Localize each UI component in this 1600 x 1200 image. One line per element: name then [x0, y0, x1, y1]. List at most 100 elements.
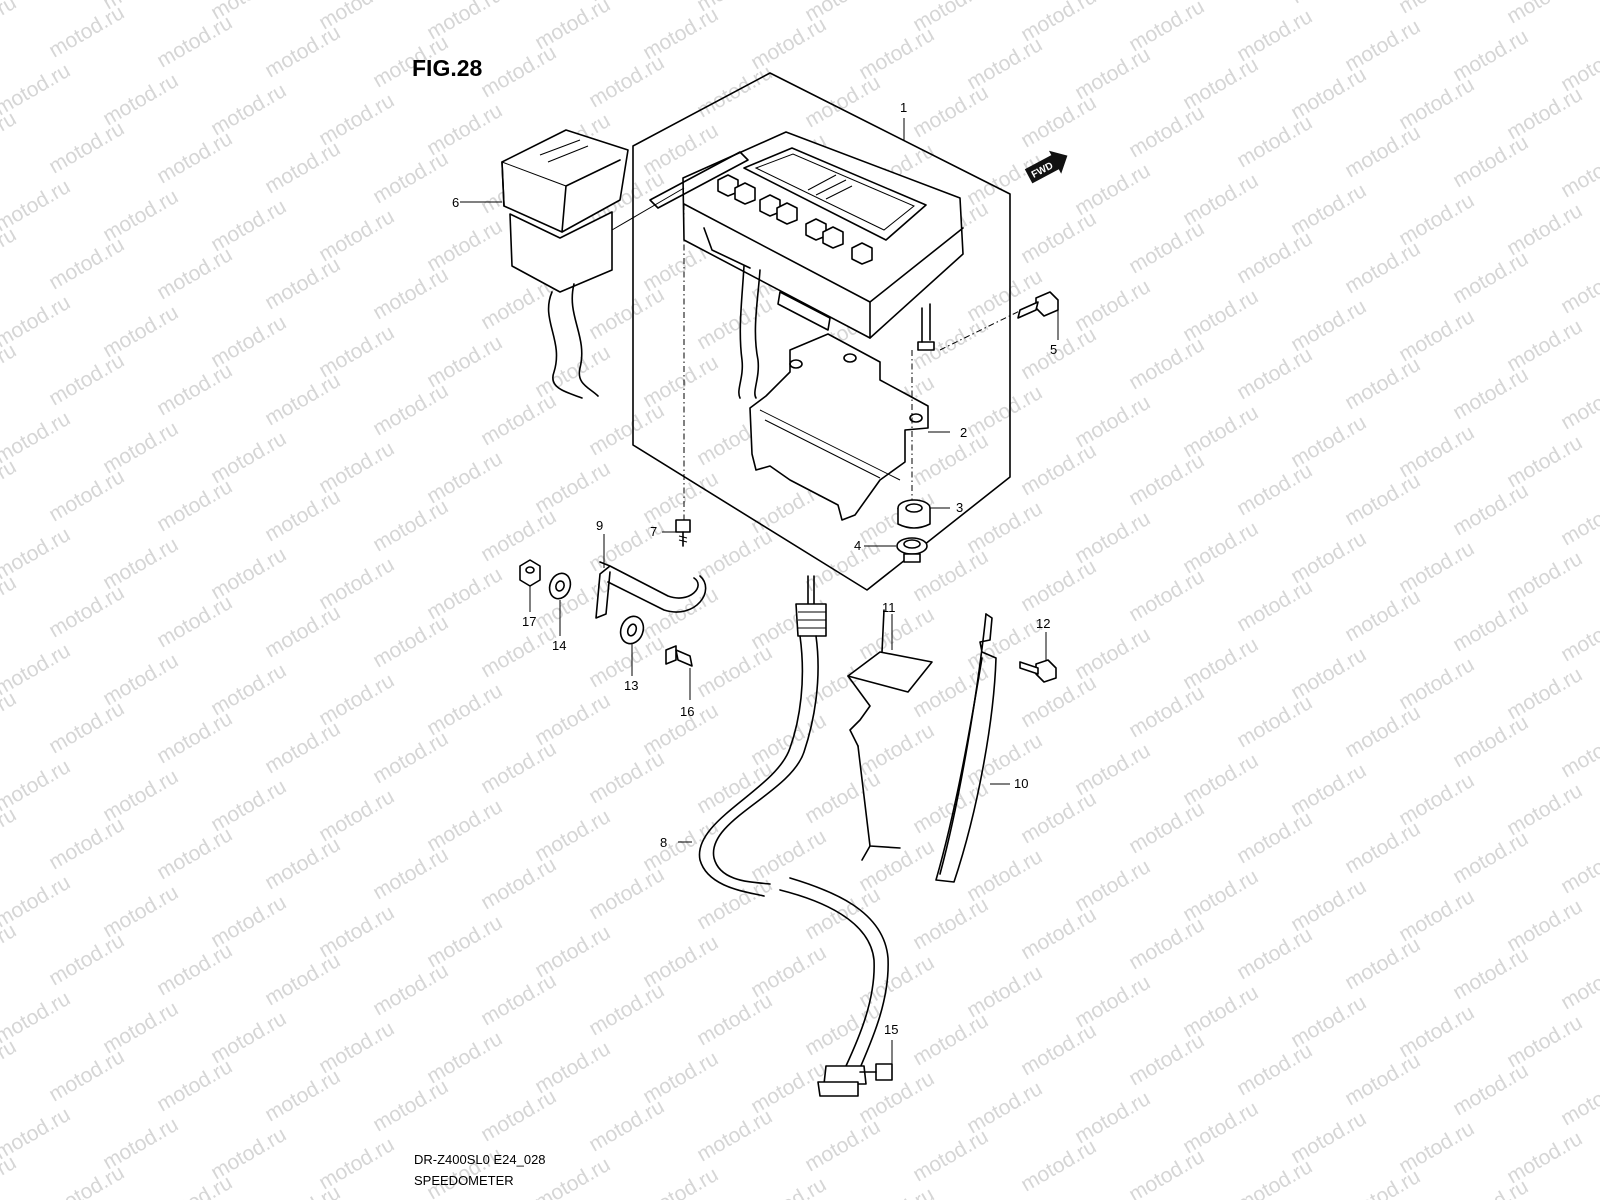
- watermark-text: motod.ru: [585, 747, 668, 808]
- watermark-text: motod.ru: [153, 1055, 236, 1116]
- watermark-text: motod.ru: [45, 117, 128, 178]
- watermark-text: motod.ru: [909, 81, 992, 142]
- watermark-text: motod.ru: [1557, 605, 1600, 666]
- watermark-text: motod.ru: [1557, 373, 1600, 434]
- watermark-text: motod.ru: [1341, 817, 1424, 878]
- watermark-text: motod.ru: [1341, 1049, 1424, 1110]
- watermark-text: motod.ru: [1233, 111, 1316, 172]
- watermark-text: motod.ru: [1449, 827, 1532, 888]
- watermark-text: motod.ru: [45, 1161, 128, 1200]
- watermark-text: motod.ru: [1017, 1135, 1100, 1196]
- watermark-text: motod.ru: [1125, 1029, 1208, 1090]
- watermark-text: motod.ru: [1341, 701, 1424, 762]
- watermark-text: motod.ru: [0, 455, 20, 516]
- watermark-text: motod.ru: [909, 1009, 992, 1070]
- callout-17: 17: [522, 614, 536, 629]
- watermark-text: motod.ru: [693, 873, 776, 934]
- watermark-text: motod.ru: [369, 843, 452, 904]
- watermark-text: motod.ru: [1017, 671, 1100, 732]
- watermark-text: motod.ru: [801, 767, 884, 828]
- watermark-text: motod.ru: [1017, 1019, 1100, 1080]
- watermark-text: motod.ru: [1341, 933, 1424, 994]
- watermark-text: motod.ru: [1557, 141, 1600, 202]
- washer: [619, 615, 645, 645]
- watermark-text: motod.ru: [0, 0, 20, 52]
- callout-11: 11: [882, 600, 896, 615]
- grommet: [897, 499, 931, 529]
- watermark-text: motod.ru: [1557, 489, 1600, 550]
- callout-7: 7: [650, 524, 657, 539]
- watermark-text: motod.ru: [909, 1125, 992, 1186]
- watermark-text: motod.ru: [585, 979, 668, 1040]
- watermark-text: motod.ru: [1449, 131, 1532, 192]
- watermark-text: motod.ru: [1449, 943, 1532, 1004]
- watermark-text: motod.ru: [369, 263, 452, 324]
- model-code: DR-Z400SL0 E24_028: [414, 1152, 546, 1167]
- watermark-text: motod.ru: [585, 863, 668, 924]
- watermark-text: motod.ru: [369, 1075, 452, 1136]
- watermark-text: motod.ru: [585, 51, 668, 112]
- callout-8: 8: [660, 835, 667, 850]
- watermark-text: motod.ru: [261, 21, 344, 82]
- watermark-text: motod.ru: [1233, 1155, 1316, 1200]
- watermark-text: motod.ru: [801, 999, 884, 1060]
- watermark-text: motod.ru: [261, 137, 344, 198]
- watermark-text: motod.ru: [1341, 121, 1424, 182]
- connector: [501, 129, 685, 399]
- watermark-text: motod.ru: [1017, 91, 1100, 152]
- watermark-text: motod.ru: [153, 475, 236, 536]
- watermark-text: motod.ru: [261, 485, 344, 546]
- watermark-text: motod.ru: [639, 1163, 722, 1200]
- watermark-text: motod.ru: [477, 505, 560, 566]
- watermark-text: motod.ru: [477, 41, 560, 102]
- watermark-text: motod.ru: [1557, 837, 1600, 898]
- watermark-text: motod.ru: [477, 389, 560, 450]
- watermark-text: motod.ru: [261, 1181, 344, 1200]
- watermark-text: motod.ru: [909, 429, 992, 490]
- watermark-text: motod.ru: [369, 959, 452, 1020]
- watermark-text: motod.ru: [1557, 953, 1600, 1014]
- callout-5: 5: [1050, 342, 1057, 357]
- watermark-text: motod.ru: [1341, 469, 1424, 530]
- watermark-text: motod.ru: [261, 601, 344, 662]
- watermark-text: motod.ru: [1233, 343, 1316, 404]
- watermark-text: motod.ru: [261, 1065, 344, 1126]
- watermark-text: motod.ru: [0, 223, 20, 284]
- watermark-text: motod.ru: [261, 717, 344, 778]
- watermark-text: motod.ru: [1341, 1165, 1424, 1200]
- watermark-text: motod.ru: [693, 293, 776, 354]
- watermark-text: motod.ru: [585, 283, 668, 344]
- watermark-text: motod.ru: [1017, 787, 1100, 848]
- callout-6: 6: [452, 195, 459, 210]
- bolt-small: [1019, 659, 1057, 683]
- connector-lead: [547, 291, 583, 399]
- callout-12: 12: [1036, 616, 1050, 631]
- watermark-text: motod.ru: [585, 1095, 668, 1156]
- watermark-text: motod.ru: [1557, 35, 1600, 96]
- watermark-text: motod.ru: [1233, 459, 1316, 520]
- watermark-text: motod.ru: [45, 349, 128, 410]
- meter-buttons: [717, 174, 873, 265]
- watermark-text: motod.ru: [153, 127, 236, 188]
- watermark-text: motod.ru: [261, 833, 344, 894]
- bracket: [749, 333, 929, 521]
- watermark-text: motod.ru: [1449, 479, 1532, 540]
- watermark-text: motod.ru: [477, 853, 560, 914]
- watermark-text: motod.ru: [693, 989, 776, 1050]
- watermark-text: motod.ru: [261, 253, 344, 314]
- watermark-text: motod.ru: [1017, 555, 1100, 616]
- watermark-text: motod.ru: [369, 727, 452, 788]
- watermark-text: motod.ru: [1503, 0, 1586, 28]
- watermark-text: motod.ru: [369, 379, 452, 440]
- watermark-text: motod.ru: [693, 525, 776, 586]
- watermark-text: motod.ru: [369, 611, 452, 672]
- callout-leaders: [460, 118, 1059, 1064]
- watermark-text: motod.ru: [1557, 721, 1600, 782]
- callout-10: 10: [1014, 776, 1028, 791]
- watermark-text: motod.ru: [45, 929, 128, 990]
- watermark-text: motod.ru: [1125, 449, 1208, 510]
- watermark-text: motod.ru: [45, 581, 128, 642]
- wire-guide: [595, 561, 699, 619]
- watermark-text: motod.ru: [1557, 257, 1600, 318]
- watermark-text: motod.ru: [153, 243, 236, 304]
